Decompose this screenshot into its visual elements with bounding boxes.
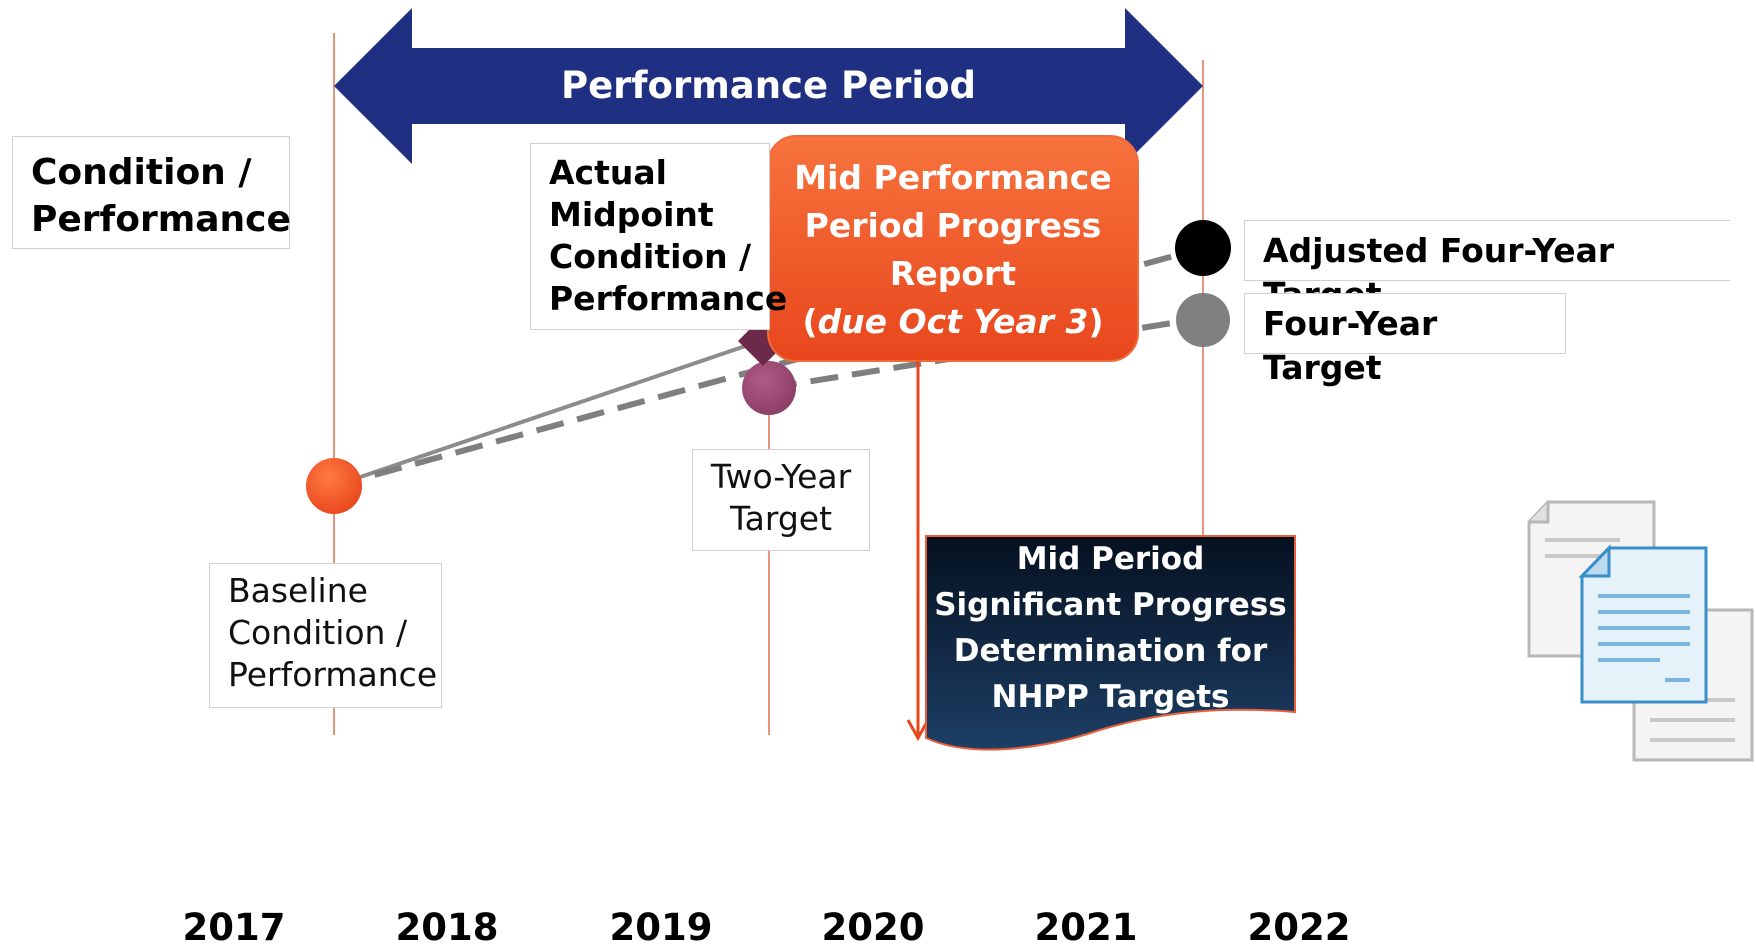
baseline-label: Baseline Condition / Performance <box>209 563 442 708</box>
two-year-line1: Two-Year <box>710 457 852 496</box>
two-year-target-point <box>742 361 796 415</box>
condition-performance-label: Condition / Performance <box>12 136 291 249</box>
adjusted-target-point <box>1175 220 1231 276</box>
year-label-2018: 2018 <box>395 906 499 949</box>
performance-period-arrow <box>334 8 1203 164</box>
mid-report-text: Mid Performance Period Progress Report (… <box>768 154 1138 346</box>
baseline-line3: Performance <box>228 655 438 694</box>
year-label-2022: 2022 <box>1247 906 1351 949</box>
document-front <box>1578 544 1708 704</box>
mid-report-line3: Report <box>889 254 1017 293</box>
year-label-2019: 2019 <box>609 906 713 949</box>
determination-line4: NHPP Targets <box>991 679 1230 715</box>
year-label-2021: 2021 <box>1034 906 1138 949</box>
actual-line1: Actual <box>549 153 667 192</box>
actual-trend-line <box>333 338 764 488</box>
report-down-arrow-head <box>906 719 930 742</box>
actual-line3: Condition / <box>549 237 752 276</box>
year-label-2017: 2017 <box>182 906 286 949</box>
condition-line1: Condition / <box>31 152 252 193</box>
two-year-target-label: Two-Year Target <box>692 449 870 551</box>
determination-line2: Significant Progress <box>934 587 1287 623</box>
actual-line4: Performance <box>549 279 788 318</box>
condition-line2: Performance <box>31 199 291 240</box>
mid-report-line2: Period Progress <box>804 206 1102 245</box>
documents-icon <box>1527 500 1754 762</box>
actual-midpoint-label: Actual Midpoint Condition / Performance <box>530 143 788 330</box>
baseline-line2: Condition / <box>228 613 408 652</box>
baseline-point <box>306 458 362 514</box>
two-year-line2: Target <box>729 499 833 538</box>
determination-line1: Mid Period <box>1016 541 1205 577</box>
baseline-line1: Baseline <box>228 571 368 610</box>
determination-text: Mid Period Significant Progress Determin… <box>926 536 1295 720</box>
actual-line2: Midpoint <box>549 195 714 234</box>
mid-report-line4: (due Oct Year 3) <box>802 302 1104 341</box>
performance-period-label: Performance Period <box>560 64 977 107</box>
determination-line3: Determination for <box>953 633 1268 669</box>
mid-report-line1: Mid Performance <box>794 158 1112 197</box>
year-label-2020: 2020 <box>821 906 925 949</box>
determination-box <box>925 535 1296 751</box>
adjusted-target-label: Adjusted Four-Year Target <box>1244 220 1730 314</box>
adjusted-target-dashed-line <box>333 245 1204 489</box>
four-year-target-point <box>1176 293 1230 347</box>
four-year-target-label: Four-Year Target <box>1244 293 1566 387</box>
